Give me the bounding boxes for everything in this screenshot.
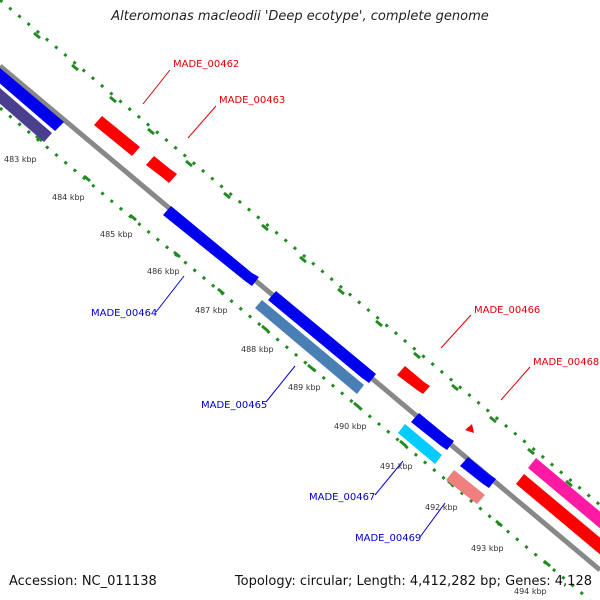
tick bbox=[185, 159, 193, 168]
gene-made-00468[interactable] bbox=[465, 424, 474, 433]
scale-track-inner bbox=[0, 106, 591, 600]
gene-forward-blue-483[interactable] bbox=[0, 68, 64, 131]
tick bbox=[223, 191, 231, 200]
tick bbox=[147, 127, 155, 136]
tick bbox=[217, 287, 225, 296]
leader-made-00462 bbox=[142, 69, 171, 105]
tick bbox=[337, 287, 345, 296]
label-made-00464: MADE_00464 bbox=[91, 308, 157, 319]
gene-made-00467[interactable] bbox=[398, 424, 442, 464]
tick bbox=[413, 351, 421, 360]
leader-made-00465 bbox=[265, 365, 296, 403]
tick bbox=[261, 324, 269, 333]
label-made-00466: MADE_00466 bbox=[474, 305, 540, 316]
leader-made-00467 bbox=[374, 460, 404, 496]
label-made-00469: MADE_00469 bbox=[355, 533, 421, 544]
leader-made-00463 bbox=[187, 105, 217, 139]
label-made-00463: MADE_00463 bbox=[219, 95, 285, 106]
kbp-label-490: 490 kbp bbox=[334, 422, 367, 431]
kbp-label-483: 483 kbp bbox=[4, 155, 37, 164]
tick bbox=[565, 479, 573, 488]
tick bbox=[527, 447, 535, 456]
gene-forward-blue-486[interactable] bbox=[163, 206, 259, 286]
gene-forward-magenta-494[interactable] bbox=[528, 458, 600, 530]
map-title: Alteromonas macleodii 'Deep ecotype', co… bbox=[111, 9, 489, 24]
kbp-label-494: 494 kbp bbox=[514, 587, 547, 596]
gene-reverse-navy-483[interactable] bbox=[0, 88, 52, 142]
tick bbox=[495, 519, 503, 528]
label-made-00467: MADE_00467 bbox=[309, 492, 375, 503]
tick bbox=[173, 250, 181, 259]
tick bbox=[129, 213, 137, 222]
tick bbox=[399, 439, 407, 448]
accession-text: Accession: NC_011138 bbox=[9, 574, 157, 589]
outer-major-ticks bbox=[33, 31, 573, 488]
tick bbox=[35, 134, 43, 143]
tick bbox=[109, 95, 117, 104]
tick bbox=[489, 415, 497, 424]
gene-made-00465[interactable] bbox=[255, 300, 364, 394]
kbp-label-489: 489 kbp bbox=[288, 383, 321, 392]
gene-made-00466[interactable] bbox=[397, 366, 430, 394]
kbp-label-493: 493 kbp bbox=[471, 544, 504, 553]
kbp-label-488: 488 kbp bbox=[241, 345, 274, 354]
gene-forward-blue-493[interactable] bbox=[460, 457, 496, 488]
tick bbox=[261, 223, 269, 232]
kbp-label-486: 486 kbp bbox=[147, 267, 180, 276]
gene-made-00463[interactable] bbox=[146, 156, 177, 183]
kbp-label-484: 484 kbp bbox=[52, 193, 85, 202]
leader-made-00468 bbox=[500, 366, 531, 401]
kbp-label-492: 492 kbp bbox=[425, 503, 458, 512]
tick bbox=[543, 559, 551, 568]
label-made-00462: MADE_00462 bbox=[173, 59, 239, 70]
tick bbox=[83, 174, 91, 183]
kbp-label-487: 487 kbp bbox=[195, 306, 228, 315]
tick bbox=[375, 319, 383, 328]
gene-forward-blue-488[interactable] bbox=[268, 291, 376, 383]
leader-made-00464 bbox=[155, 275, 185, 313]
tick bbox=[299, 255, 307, 264]
tick bbox=[353, 401, 361, 410]
gene-reverse-red-494[interactable] bbox=[516, 474, 600, 556]
kbp-label-485: 485 kbp bbox=[100, 230, 133, 239]
gene-made-00462[interactable] bbox=[94, 116, 140, 156]
tick bbox=[307, 363, 315, 372]
leader-made-00469 bbox=[419, 502, 446, 538]
tick bbox=[451, 383, 459, 392]
label-leaders bbox=[142, 69, 531, 538]
inner-major-ticks bbox=[35, 134, 551, 568]
leader-made-00466 bbox=[440, 314, 472, 349]
genome-stats-text: Topology: circular; Length: 4,412,282 bp… bbox=[234, 574, 592, 589]
label-made-00468: MADE_00468 bbox=[533, 357, 599, 368]
scale-track-outer bbox=[0, 0, 600, 507]
gene-forward-blue-491[interactable] bbox=[411, 413, 454, 450]
tick bbox=[71, 63, 79, 72]
kbp-label-491: 491 kbp bbox=[380, 462, 413, 471]
gene-made-00469[interactable] bbox=[446, 470, 485, 504]
tick bbox=[33, 31, 41, 40]
label-made-00465: MADE_00465 bbox=[201, 400, 267, 411]
